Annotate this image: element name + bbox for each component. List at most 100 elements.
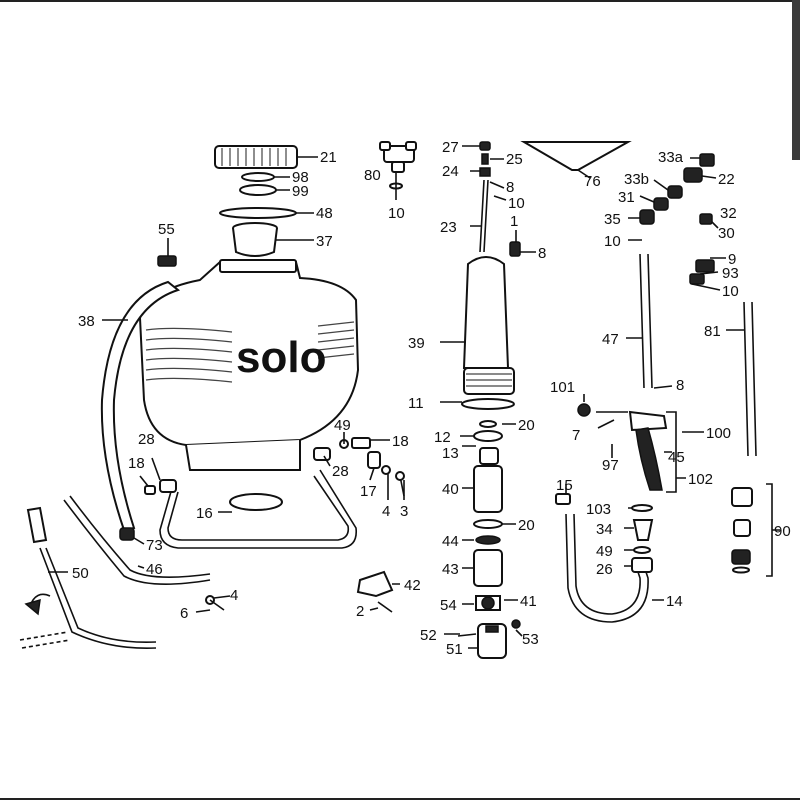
part-label: 33a — [658, 149, 684, 166]
part-label: 20 — [518, 417, 535, 434]
nozzle-31 — [653, 197, 669, 211]
part-label: 4 — [382, 503, 390, 520]
part-label: 18 — [128, 455, 145, 472]
part-label: 54 — [440, 597, 457, 614]
nozzle-93 — [689, 273, 705, 285]
filter-basket-37 — [232, 222, 278, 257]
ring-49 — [633, 546, 651, 554]
part-label: 6 — [180, 605, 188, 622]
connector-34 — [632, 519, 654, 541]
part-label: 3 — [400, 503, 408, 520]
part-label: 97 — [602, 457, 619, 474]
frame-clamp-16 — [229, 493, 283, 511]
part-label: 50 — [72, 565, 89, 582]
part-label: 49 — [596, 543, 613, 560]
part-label: 102 — [688, 471, 713, 488]
tank-body — [138, 259, 360, 471]
part-label: 44 — [442, 533, 459, 550]
part-label: 20 — [518, 517, 535, 534]
valve-1 — [509, 241, 521, 257]
part-label: 93 — [722, 265, 739, 282]
clip-55 — [157, 255, 177, 267]
part-label: 10 — [722, 283, 739, 300]
part-label: 90 — [774, 523, 791, 540]
extension-81 — [743, 301, 757, 457]
part-label: 12 — [434, 429, 451, 446]
part-label: 30 — [718, 225, 735, 242]
part-labels: 21 98 99 48 37 55 38 28 18 49 18 28 17 4… — [72, 139, 791, 658]
part-label: 24 — [442, 163, 459, 180]
kit-90 — [731, 483, 773, 577]
screw-2 — [377, 601, 393, 613]
leader-lines — [48, 145, 780, 649]
base-frame — [159, 469, 358, 549]
part-label: 10 — [508, 195, 525, 212]
part-label: 80 — [364, 167, 381, 184]
joint-35 — [639, 209, 655, 225]
part-label: 38 — [78, 313, 95, 330]
part-label: 37 — [316, 233, 333, 250]
nut-25 — [481, 153, 489, 165]
lever-50 — [39, 547, 157, 649]
part-label: 10 — [604, 233, 621, 250]
nozzle-32 — [699, 213, 713, 225]
part-label: 76 — [584, 173, 601, 190]
part-label: 22 — [718, 171, 735, 188]
tank-cap-21 — [214, 145, 298, 169]
part-label: 103 — [586, 501, 611, 518]
valve-80 — [379, 141, 417, 173]
part-label: 7 — [572, 427, 580, 444]
handle-grip — [26, 506, 48, 544]
brand-logo: solo — [236, 333, 326, 382]
nipple-24 — [479, 167, 491, 177]
part-label: 45 — [668, 449, 685, 466]
gasket-48 — [219, 207, 297, 219]
part-label: 46 — [146, 561, 163, 578]
bottom-border — [0, 798, 800, 800]
part-label: 1 — [510, 213, 518, 230]
nozzle-9 — [695, 259, 715, 273]
small-bushings — [144, 437, 405, 497]
part-label: 27 — [442, 139, 459, 156]
disc-99 — [239, 184, 277, 196]
part-label: 23 — [440, 219, 457, 236]
part-label: 47 — [602, 331, 619, 348]
shield-76 — [520, 141, 632, 171]
part-label: 26 — [596, 561, 613, 578]
part-label: 33b — [624, 171, 649, 188]
part-label: 35 — [604, 211, 621, 228]
part-label: 42 — [404, 577, 421, 594]
clamp-42 — [356, 570, 394, 598]
part-label: 8 — [676, 377, 684, 394]
nut-26 — [631, 557, 653, 573]
part-label: 98 — [292, 169, 309, 186]
part-label: 34 — [596, 521, 613, 538]
scrollbar[interactable] — [792, 0, 800, 160]
part-label: 49 — [334, 417, 351, 434]
part-label: 13 — [442, 445, 459, 462]
part-label: 11 — [408, 395, 424, 412]
part-label: 31 — [618, 189, 635, 206]
part-label: 17 — [360, 483, 377, 500]
part-label: 41 — [520, 593, 537, 610]
seal-101 — [577, 403, 591, 417]
nozzle-33b — [667, 185, 683, 199]
tube-23 — [479, 179, 489, 253]
part-label: 28 — [138, 431, 155, 448]
part-label: 10 — [388, 205, 405, 222]
ring-11 — [461, 398, 515, 410]
part-label: 9 — [728, 251, 736, 268]
part-label: 101 — [550, 379, 575, 396]
part-label: 2 — [356, 603, 364, 620]
part-label: 53 — [522, 631, 539, 648]
part-label: 43 — [442, 561, 459, 578]
part-label: 51 — [446, 641, 463, 658]
handle-45 — [628, 410, 668, 491]
part-label: 39 — [408, 335, 425, 352]
nozzle-33a — [699, 153, 715, 167]
buckle-73 — [119, 527, 135, 541]
part-label: 8 — [538, 245, 546, 262]
cap-27 — [479, 141, 491, 151]
part-label: 99 — [292, 183, 309, 200]
